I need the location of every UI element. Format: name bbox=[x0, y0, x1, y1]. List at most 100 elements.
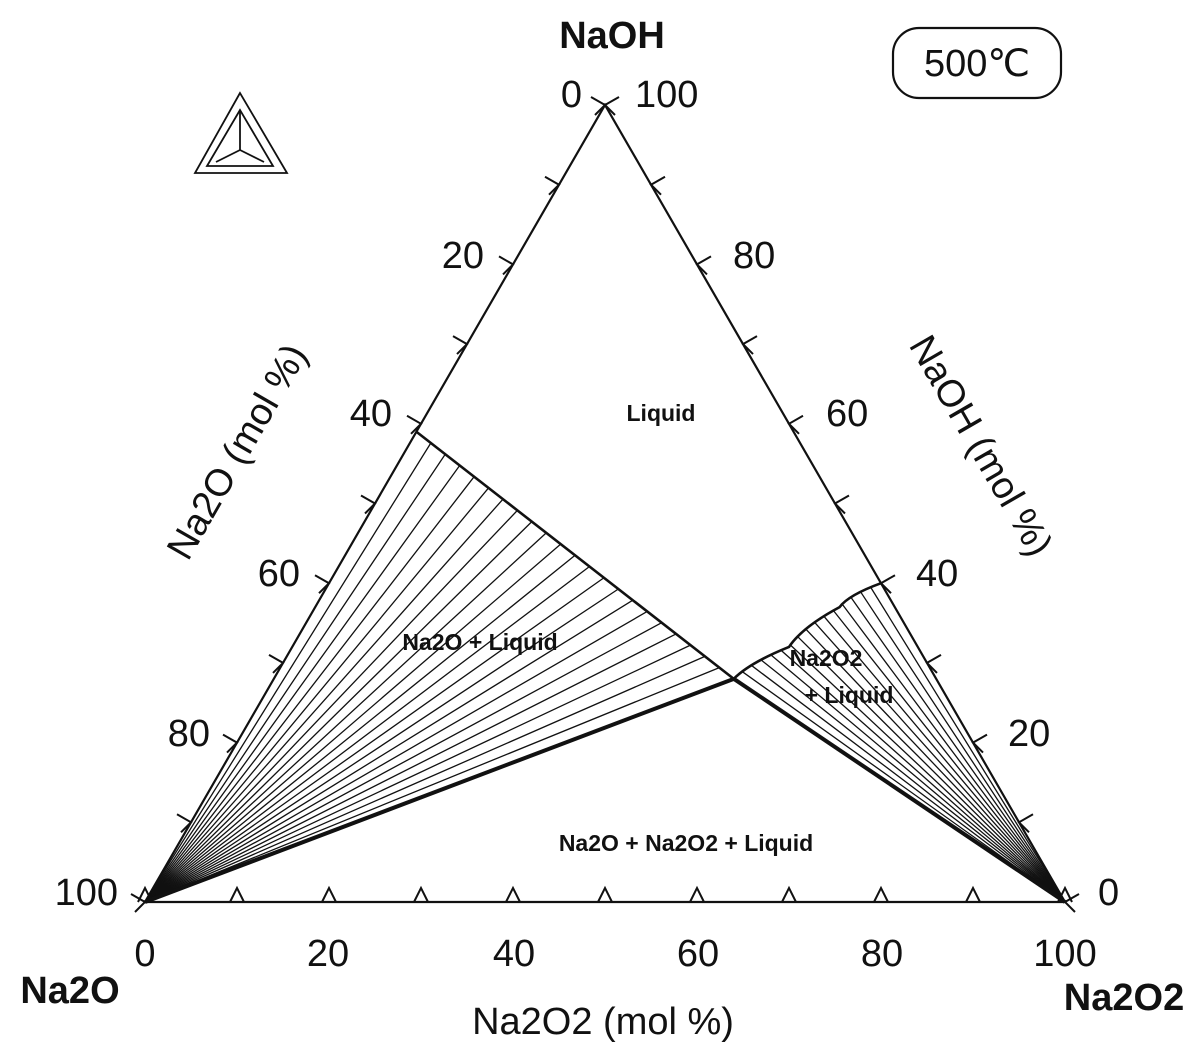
temperature-box bbox=[891, 26, 1063, 100]
temperature-label: 500℃ bbox=[924, 43, 1030, 85]
region-na2o2-liquid-label-line2: + Liquid bbox=[805, 682, 894, 708]
left-tick-label: 60 bbox=[258, 553, 300, 595]
left-tick-label: 100 bbox=[55, 872, 118, 914]
tick-mark bbox=[498, 255, 515, 276]
tick-mark bbox=[649, 175, 666, 196]
bottom-tick-labels: 0 20 40 60 80 100 bbox=[134, 933, 1096, 975]
tie-line bbox=[144, 577, 605, 903]
tick-mark bbox=[321, 885, 337, 903]
tick-mark bbox=[873, 885, 889, 903]
tick-mark bbox=[1057, 885, 1073, 903]
tie-line bbox=[823, 615, 1066, 903]
left-tick-label: 80 bbox=[168, 713, 210, 755]
tie-line bbox=[850, 596, 1066, 903]
tick-mark bbox=[137, 885, 153, 903]
tick-mark bbox=[544, 175, 561, 196]
tick-mark bbox=[965, 885, 981, 903]
tick-mark bbox=[695, 255, 712, 276]
ternary-icon bbox=[193, 91, 289, 174]
tie-line bbox=[789, 644, 1066, 903]
bottom-tick-label: 0 bbox=[134, 933, 155, 975]
left-tick-label: 0 bbox=[561, 74, 582, 116]
bottom-tick-label: 60 bbox=[677, 933, 719, 975]
tie-line bbox=[144, 644, 691, 903]
vertex-label-na2o: Na2O bbox=[20, 970, 119, 1012]
region-liquid-label: Liquid bbox=[627, 400, 696, 426]
tick-mark bbox=[413, 885, 429, 903]
tick-mark bbox=[787, 414, 804, 435]
tie-line bbox=[144, 476, 475, 903]
tick-mark bbox=[971, 733, 988, 754]
tie-line bbox=[144, 453, 446, 903]
tie-line bbox=[780, 649, 1066, 903]
right-tick-label: 20 bbox=[1008, 713, 1050, 755]
tick-mark bbox=[741, 335, 758, 355]
tie-line bbox=[144, 498, 504, 903]
tie-line bbox=[144, 465, 461, 903]
tick-mark bbox=[130, 893, 147, 913]
tie-line bbox=[144, 667, 720, 903]
tie-line bbox=[841, 603, 1066, 903]
tick-mark bbox=[229, 885, 245, 903]
tick-mark bbox=[505, 885, 521, 903]
tick-mark bbox=[781, 885, 797, 903]
tick-mark bbox=[879, 574, 896, 594]
tie-line bbox=[144, 599, 634, 903]
tie-line bbox=[144, 610, 648, 903]
tick-mark bbox=[222, 733, 239, 754]
tick-mark bbox=[452, 335, 469, 355]
tie-line bbox=[144, 543, 562, 903]
right-tick-label: 0 bbox=[1098, 872, 1119, 914]
bottom-axis-title: Na2O2 (mol %) bbox=[472, 1001, 734, 1043]
right-tick-labels: 100 80 60 40 20 0 bbox=[635, 74, 1119, 914]
tie-line bbox=[870, 586, 1066, 903]
tie-line bbox=[797, 636, 1066, 903]
tie-line bbox=[760, 659, 1066, 903]
tie-line bbox=[750, 664, 1066, 903]
liquidus-na2o-boundary bbox=[415, 430, 735, 680]
tie-line bbox=[144, 566, 590, 903]
tie-line bbox=[144, 532, 547, 903]
three-phase-left-edge bbox=[144, 676, 735, 904]
tie-line bbox=[144, 487, 490, 903]
tick-mark bbox=[689, 885, 705, 903]
tie-line bbox=[805, 628, 1066, 903]
left-axis-title: Na2O (mol %) bbox=[159, 337, 316, 566]
region-three-phase-label: Na2O + Na2O2 + Liquid bbox=[559, 830, 813, 856]
right-axis-title: NaOH (mol %) bbox=[900, 329, 1060, 564]
tie-line bbox=[144, 554, 576, 903]
bottom-tick-label: 20 bbox=[307, 933, 349, 975]
na2o-liquid-tie-lines bbox=[144, 431, 735, 903]
tick-mark bbox=[314, 574, 331, 594]
tie-line bbox=[144, 622, 662, 903]
right-tick-label: 60 bbox=[826, 393, 868, 435]
vertex-label-na2o2: Na2O2 bbox=[1064, 977, 1184, 1019]
left-tick-labels: 0 20 40 60 80 100 bbox=[55, 74, 582, 914]
tick-mark bbox=[268, 654, 285, 674]
tie-line bbox=[144, 588, 619, 903]
tie-line bbox=[144, 633, 677, 903]
tick-mark bbox=[1017, 813, 1034, 834]
left-tick-label: 20 bbox=[442, 235, 484, 277]
right-tick-label: 80 bbox=[733, 235, 775, 277]
tick-mark bbox=[603, 96, 620, 116]
vertex-label-naoh: NaOH bbox=[559, 15, 665, 57]
bottom-tick-label: 80 bbox=[861, 933, 903, 975]
bottom-tick-label: 40 bbox=[493, 933, 535, 975]
tick-mark bbox=[925, 654, 942, 674]
right-tick-label: 40 bbox=[916, 553, 958, 595]
tie-line bbox=[770, 654, 1066, 903]
tick-mark bbox=[597, 885, 613, 903]
region-na2o-liquid-label: Na2O + Liquid bbox=[402, 629, 557, 655]
left-tick-label: 40 bbox=[350, 393, 392, 435]
tick-mark bbox=[406, 414, 423, 435]
right-tick-label: 100 bbox=[635, 74, 698, 116]
tick-mark bbox=[176, 813, 193, 834]
liquidus-na2o2-boundary bbox=[732, 581, 882, 680]
tick-mark bbox=[1063, 893, 1080, 913]
tie-line bbox=[814, 621, 1066, 903]
tick-mark bbox=[833, 494, 850, 515]
tie-line bbox=[144, 509, 518, 903]
tick-mark bbox=[590, 96, 607, 116]
